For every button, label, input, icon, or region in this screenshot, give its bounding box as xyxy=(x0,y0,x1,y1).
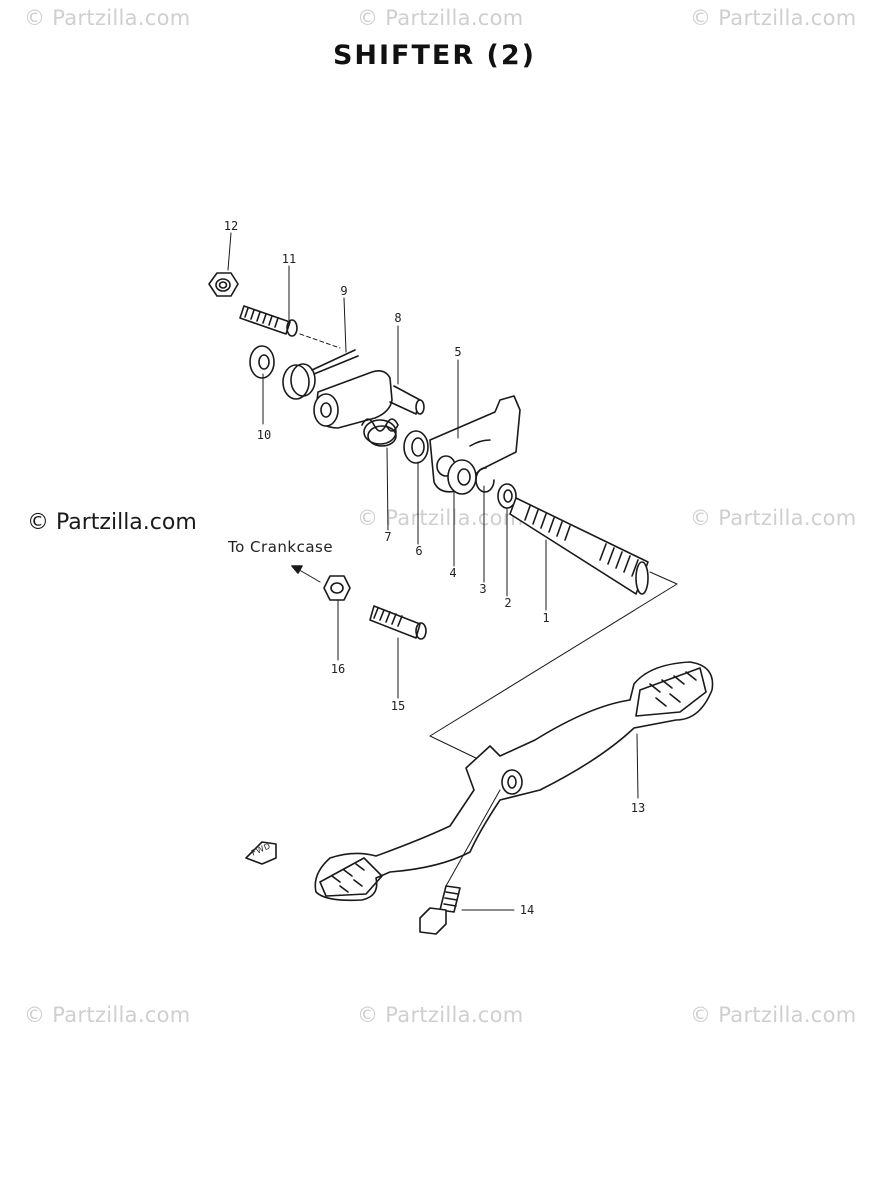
to-crankcase-note: To Crankcase xyxy=(228,538,334,556)
callout-10: 10 xyxy=(256,428,272,442)
callout-4: 4 xyxy=(449,566,457,580)
shift-arm-body xyxy=(313,370,425,429)
callout-6: 6 xyxy=(415,544,423,558)
part-6-washer xyxy=(403,430,429,464)
part-13-shift-pedal xyxy=(314,661,714,902)
watermark-mid-center: © Partzilla.com xyxy=(357,506,524,530)
page-title: SHIFTER (2) xyxy=(332,40,537,71)
callout-2: 2 xyxy=(504,596,512,610)
callout-16: 16 xyxy=(330,662,346,676)
callout-11: 11 xyxy=(281,252,297,266)
part-10-washer xyxy=(249,345,275,379)
part-11-bolt xyxy=(239,305,298,337)
part-7-coil-spring xyxy=(361,418,399,447)
fwd-arrow-marker xyxy=(245,841,277,865)
watermark-mid-left: © Partzilla.com xyxy=(27,510,197,535)
part-9-spring xyxy=(282,349,359,400)
callout-5: 5 xyxy=(454,345,462,359)
part-15-bolt xyxy=(369,605,427,640)
part-16-nut xyxy=(323,575,351,601)
callout-13: 13 xyxy=(630,801,646,815)
part-4-washer xyxy=(447,459,477,495)
callout-9: 9 xyxy=(340,284,348,298)
callout-15: 15 xyxy=(390,699,406,713)
watermark-mid-right: © Partzilla.com xyxy=(690,506,857,530)
watermark-top-center: © Partzilla.com xyxy=(357,6,524,30)
callout-3: 3 xyxy=(479,582,487,596)
callout-12: 12 xyxy=(223,219,239,233)
callout-14: 14 xyxy=(519,903,535,917)
part-12-nut xyxy=(208,272,239,297)
watermark-bottom-right: © Partzilla.com xyxy=(690,1003,857,1027)
callout-1: 1 xyxy=(542,611,550,625)
callout-8: 8 xyxy=(394,311,402,325)
callout-7: 7 xyxy=(384,530,392,544)
part-1-shaft xyxy=(509,497,649,595)
watermark-top-left: © Partzilla.com xyxy=(24,6,191,30)
watermark-bottom-left: © Partzilla.com xyxy=(24,1003,191,1027)
watermark-bottom-center: © Partzilla.com xyxy=(357,1003,524,1027)
part-3-circlip xyxy=(475,467,495,493)
watermark-top-right: © Partzilla.com xyxy=(690,6,857,30)
part-14-bolt xyxy=(419,885,461,935)
